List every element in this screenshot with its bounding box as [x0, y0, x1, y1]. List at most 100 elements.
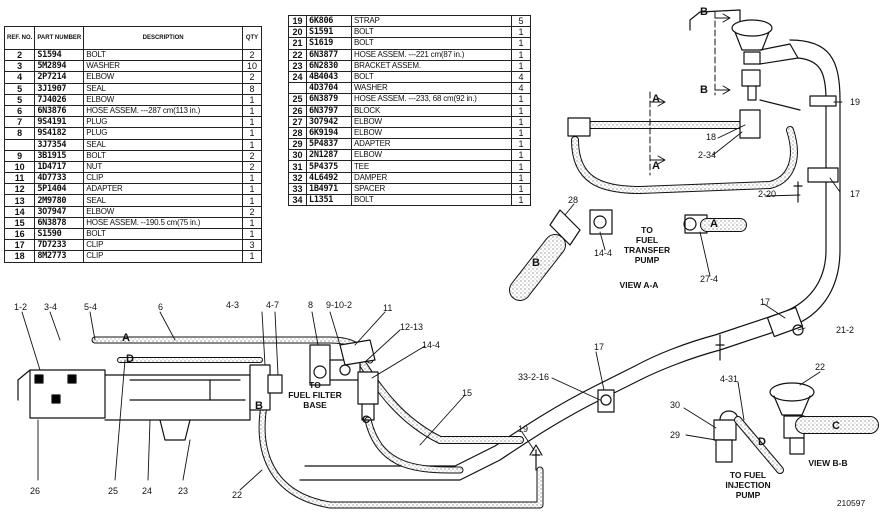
- callout-17-upper: 17: [850, 189, 861, 199]
- section-line-a-a: [649, 91, 666, 176]
- letter-b-section-top: B: [700, 6, 708, 18]
- cell-ref: 29: [288, 138, 307, 151]
- callout-23: 23: [178, 486, 189, 496]
- clip-17-upper: [807, 167, 839, 183]
- cell-desc: BOLT: [83, 149, 243, 162]
- cell-qty: 1: [242, 216, 262, 230]
- cell-qty: 1: [511, 138, 531, 151]
- cell-desc: ELBOW: [351, 126, 512, 140]
- cell-qty: 1: [242, 93, 262, 106]
- cell-qty: 3: [242, 239, 262, 252]
- clip-17-middle: [597, 389, 615, 413]
- cell-qty: 1: [511, 171, 531, 184]
- callout-2-34: 2-34: [698, 150, 717, 160]
- cell-ref: 11: [3, 172, 36, 185]
- cell-desc: TEE: [351, 160, 512, 173]
- hose-22: [258, 396, 544, 509]
- cell-pn: 4D7733: [34, 172, 85, 185]
- cell-desc: NUT: [83, 160, 243, 174]
- caption-view-a-a: VIEW A-A: [619, 280, 659, 290]
- strap-19-upper: [809, 95, 837, 107]
- figure-number: 210597: [836, 498, 866, 508]
- letter-b-filter: B: [255, 400, 263, 412]
- cell-ref: 16: [3, 227, 36, 241]
- cell-ref: 12: [3, 183, 36, 196]
- view-a-a-elbow-28: [509, 209, 613, 301]
- cell-qty: 1: [511, 115, 531, 128]
- injection-pump-fittings: [713, 410, 784, 474]
- cell-ref: 15: [3, 216, 36, 230]
- cell-qty: 10: [242, 60, 262, 73]
- letter-d-hose: D: [126, 353, 134, 365]
- view-a-a-elbow-27: [683, 214, 747, 234]
- callout-25: 25: [108, 486, 119, 496]
- cell-qty: 1: [511, 182, 531, 196]
- letter-a-section-bottom: A: [652, 160, 660, 172]
- cell-qty: 1: [511, 149, 531, 162]
- callout-9-10-2: 9-10-2: [326, 300, 353, 310]
- hose-15: [356, 356, 524, 474]
- callout-28: 28: [568, 195, 579, 205]
- cell-qty: 2: [242, 160, 262, 174]
- cell-ref: 10: [3, 160, 36, 174]
- callout-22-damper: 22: [815, 362, 826, 372]
- callout-14-4-view-a: 14-4: [594, 248, 613, 258]
- cell-pn: 2N1287: [306, 149, 352, 162]
- callout-4-3: 4-3: [226, 300, 240, 310]
- letter-b-section-bottom: B: [700, 84, 708, 96]
- letter-a-section-top: A: [652, 93, 660, 105]
- cell-ref: 17: [3, 239, 36, 252]
- header-ref-no: REF. NO.: [3, 26, 36, 50]
- strap-19-lower: [529, 444, 543, 471]
- callout-19-upper: 19: [850, 97, 861, 107]
- cell-ref: [3, 138, 36, 151]
- callout-1-2: 1-2: [14, 302, 28, 312]
- callout-6: 6: [158, 302, 164, 312]
- cell-pn: 2M9780: [34, 194, 85, 207]
- callout-30: 30: [670, 400, 681, 410]
- callout-33-2-16: 33-2-16: [518, 372, 550, 382]
- hose-upper-a: [567, 99, 801, 194]
- cell-ref: 31: [288, 160, 307, 173]
- cell-qty: 1: [511, 126, 531, 140]
- callout-19-lower: 19: [518, 424, 529, 434]
- callout-22-hose: 22: [232, 490, 243, 500]
- callout-17-right: 17: [760, 297, 771, 307]
- clip-17-right: [766, 306, 804, 338]
- letter-c-view-b: C: [832, 420, 840, 432]
- cell-qty: 1: [511, 37, 531, 50]
- cell-desc: DAMPER: [351, 171, 512, 184]
- callout-14-4: 14-4: [422, 340, 441, 350]
- cell-qty: 1: [242, 183, 262, 196]
- cell-desc: HOSE ASSEM. --190.5 cm(75 in.): [83, 216, 243, 230]
- cell-qty: 1: [242, 172, 262, 185]
- letter-b-view: B: [532, 257, 540, 269]
- bolt-20: [793, 181, 803, 203]
- callout-4-7: 4-7: [266, 300, 280, 310]
- letter-a-hose6: A: [122, 332, 130, 344]
- section-line-b-b: [714, 11, 731, 96]
